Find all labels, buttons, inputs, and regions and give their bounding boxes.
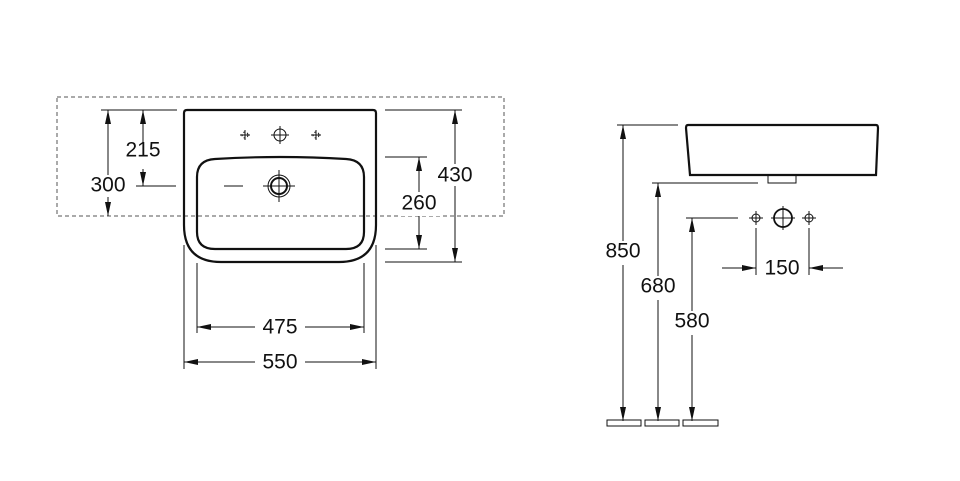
dim-supply-height: 580 [674,310,709,333]
dim-basin-width: 550 [262,351,297,374]
waste-outlet [767,175,797,184]
dim-tap-hole-depth: 215 [125,139,160,162]
dim-supply-spacing: 150 [764,257,799,280]
basin-side-outline [684,123,880,177]
drain-icon [224,170,295,202]
dim-basin-depth: 430 [437,164,472,187]
bowl-outline [195,155,366,251]
dim-total-depth: 300 [90,174,125,197]
waste-pipe-hole-icon [771,206,795,230]
wall-mount-zone [56,96,505,217]
tap-hole-center-icon [271,126,289,144]
dim-bowl-width: 475 [262,316,297,339]
dim-rim-height: 850 [605,240,640,263]
side-view: 850 680 580 150 [602,123,880,427]
supply-hole-right-icon [802,211,816,225]
basin-outline [182,108,378,264]
supply-hole-left-icon [749,211,763,225]
tap-hole-right-icon [311,130,321,140]
dim-bowl-depth: 260 [401,192,436,215]
front-view: 300 215 430 260 475 550 [56,96,505,374]
dim-waste-height: 680 [640,275,675,298]
tap-hole-left-icon [240,130,250,140]
floor-line [606,419,719,427]
